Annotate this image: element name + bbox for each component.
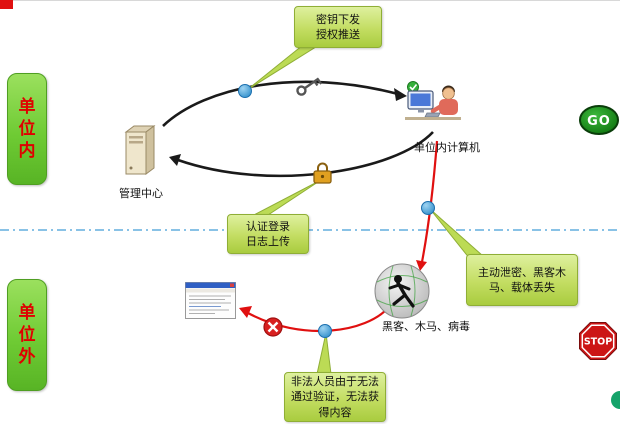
zone-inside: 单位内 bbox=[7, 73, 47, 185]
arrowhead-blocked-access bbox=[239, 306, 252, 318]
hacker-label: 黑客、木马、病毒 bbox=[382, 320, 470, 333]
go-sign-label: GO bbox=[587, 114, 611, 129]
callout-key-push: 密钥下发 授权推送 bbox=[294, 6, 382, 48]
key-icon bbox=[296, 77, 323, 96]
connector-dot-blocked bbox=[318, 324, 332, 338]
zone-outside: 单位外 bbox=[7, 279, 47, 391]
callout-tail-leak-risk bbox=[429, 208, 485, 260]
page-corner-dot bbox=[611, 391, 620, 409]
corner-marker bbox=[0, 0, 13, 9]
callout-tail-auth-login bbox=[249, 179, 322, 218]
arrow-auth-login bbox=[177, 131, 434, 178]
zone-outside-label: 单位外 bbox=[18, 302, 36, 368]
stop-sign: STOP bbox=[579, 322, 617, 360]
callout-auth-login: 认证登录 日志上传 bbox=[227, 214, 309, 254]
arrowhead-auth-login bbox=[169, 154, 181, 166]
blocked-icon bbox=[263, 317, 283, 337]
callout-leak-risk-text: 主动泄密、黑客木 马、载体丢失 bbox=[478, 265, 566, 294]
arrow-key-distribution bbox=[162, 80, 399, 127]
callout-leak-risk: 主动泄密、黑客木 马、载体丢失 bbox=[466, 254, 578, 306]
hacker-icon bbox=[374, 263, 430, 319]
callout-illegal-user: 非法人员由于无法 通过验证，无法获 得内容 bbox=[284, 372, 386, 422]
arrowhead-key-distribution bbox=[394, 88, 407, 101]
management-center-label: 管理中心 bbox=[119, 187, 163, 200]
connector-dot-key bbox=[238, 84, 252, 98]
inside-computer-icon bbox=[405, 81, 461, 120]
stop-sign-label: STOP bbox=[584, 337, 612, 348]
callout-auth-login-text: 认证登录 日志上传 bbox=[246, 219, 290, 248]
zone-inside-label: 单位内 bbox=[18, 96, 36, 162]
inside-computer-label: 单位内计算机 bbox=[414, 141, 480, 154]
arrowhead-leak-path bbox=[416, 260, 427, 271]
go-sign: GO bbox=[579, 105, 619, 135]
connector-dot-leak bbox=[421, 201, 435, 215]
document-window-icon bbox=[185, 282, 236, 319]
callout-tail-illegal-user bbox=[316, 332, 332, 375]
callout-key-push-text: 密钥下发 授权推送 bbox=[316, 12, 360, 41]
lock-icon bbox=[313, 162, 332, 184]
top-border-line bbox=[0, 0, 620, 1]
management-center-icon bbox=[124, 125, 156, 175]
callout-illegal-user-text: 非法人员由于无法 通过验证，无法获 得内容 bbox=[291, 374, 379, 419]
